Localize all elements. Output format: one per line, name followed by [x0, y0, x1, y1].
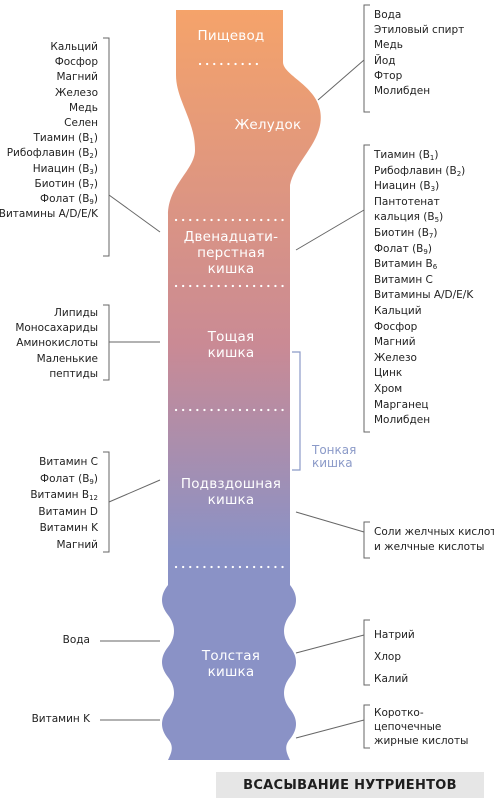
- list-colon-fatty-right: Коротко-цепочечные жирные кислоты: [374, 706, 468, 748]
- nutrient-item: Вода: [62, 634, 90, 646]
- connector-colon-minerals-right: [295, 634, 365, 654]
- nutrient-item: Ниацин (B3): [374, 180, 440, 194]
- connector-duodenum-left: [108, 194, 161, 233]
- nutrient-item: и желчные кислоты: [374, 541, 485, 554]
- nutrient-item: Моносахариды: [15, 322, 98, 335]
- nutrient-item: Фтор: [374, 69, 403, 82]
- title-bar: ВСАСЫВАНИЕ НУТРИЕНТОВ: [216, 772, 484, 798]
- list-colon-vitk-left: Витамин K: [32, 712, 90, 727]
- nutrient-item: Аминокислоты: [16, 337, 98, 350]
- connector-colon-fatty-right: [295, 719, 365, 739]
- nutrient-item: жирные кислоты: [374, 735, 469, 747]
- nutrient-item: Хром: [374, 382, 403, 395]
- nutrient-item: Железо: [55, 86, 98, 99]
- nutrient-item: Тиамин (B1): [33, 132, 99, 146]
- list-ileum-right: Соли желчных кислот и желчные кислоты: [374, 525, 494, 555]
- nutrient-item: Цинк: [374, 367, 403, 380]
- nutrient-item: Рибофлавин (B2): [6, 147, 98, 161]
- bracket-duodenum-right: [363, 144, 370, 433]
- bracket-colon-fatty-right: [363, 704, 370, 749]
- bracket-duodenum-left: [103, 37, 110, 257]
- organ-label-stomach: Желудок: [234, 117, 302, 133]
- nutrient-item: Фолат (B9): [374, 242, 432, 256]
- organ-label-jejunum: Тощая кишка: [207, 329, 255, 361]
- page-title: ВСАСЫВАНИЕ НУТРИЕНТОВ: [243, 777, 457, 793]
- right-brackets: [295, 4, 370, 749]
- nutrient-item: кальция (B5): [374, 211, 444, 225]
- nutrient-item: Марганец: [374, 398, 429, 411]
- organ-label-esophagus: Пищевод: [197, 28, 265, 44]
- nutrient-item: Молибден: [374, 85, 431, 98]
- small-intestine-bracket: [292, 351, 301, 471]
- nutrient-item: Калий: [374, 673, 409, 685]
- nutrient-item: Хлор: [374, 651, 401, 663]
- nutrient-item: Рибофлавин (B2): [374, 164, 466, 178]
- nutrient-item: Молибден: [374, 414, 431, 427]
- nutrient-item: Биотин (B7): [34, 177, 98, 191]
- nutrient-item: Липиды: [54, 307, 98, 319]
- bracket-colon-minerals-right: [363, 619, 370, 686]
- nutrient-item: Медь: [374, 39, 403, 52]
- organ-label-colon: Толстая кишка: [201, 648, 261, 680]
- nutrient-item: Витамин B12: [30, 489, 98, 503]
- nutrient-item: Фолат (B9): [40, 472, 98, 486]
- nutrient-item: цепочечные: [374, 721, 442, 733]
- nutrient-item: Натрий: [374, 629, 415, 641]
- nutrient-item: Биотин (B7): [374, 226, 438, 240]
- left-brackets: [100, 37, 161, 721]
- nutrient-item: Магний: [374, 336, 416, 349]
- nutrient-item: Вода: [374, 9, 402, 21]
- nutrient-item: Кальций: [50, 41, 98, 53]
- nutrient-item: Селен: [64, 117, 98, 130]
- nutrient-item: Магний: [56, 538, 98, 551]
- nutrient-item: Коротко-: [374, 707, 424, 719]
- organ-label-duodenum: Двенадцати- перстная кишка: [183, 229, 279, 277]
- nutrient-item: Витамин C: [374, 273, 433, 286]
- bracket-ileum-left: [103, 451, 110, 553]
- nutrient-item: Маленькие: [36, 352, 98, 365]
- organ-separators: [174, 62, 288, 569]
- nutrient-item: Витамин K: [31, 713, 90, 725]
- bracket-stomach-right: [363, 4, 370, 113]
- nutrient-item: Фосфор: [54, 56, 98, 69]
- nutrient-item: Йод: [374, 54, 396, 67]
- list-duodenum-right: Тиамин (B1) Рибофлавин (B2) Ниацин (B3)Пан…: [374, 148, 473, 429]
- bracket-jejunum-left: [103, 304, 110, 381]
- nutrient-item: Ниацин (B3): [32, 162, 98, 176]
- connector-ileum-left: [108, 479, 161, 503]
- connector-ileum-right: [295, 511, 365, 533]
- connector-stomach-right: [317, 59, 365, 101]
- bracket-ileum-right: [363, 521, 370, 559]
- nutrient-item: Магний: [56, 71, 98, 84]
- nutrient-item: Железо: [374, 351, 417, 364]
- connector-duodenum-right: [295, 209, 365, 251]
- nutrient-item: пептиды: [49, 367, 98, 380]
- nutrient-item: Пантотенат: [374, 195, 440, 208]
- nutrient-item: Этиловый спирт: [374, 24, 465, 37]
- digestive-tract-shape: [162, 10, 321, 760]
- nutrient-item: Витамин B6: [374, 258, 438, 272]
- list-colon-water-left: Вода: [63, 633, 90, 648]
- small-intestine-label: Тонкая кишка: [312, 443, 357, 470]
- organ-label-ileum: Подвздошная кишка: [180, 476, 282, 508]
- nutrient-item: Фолат (B9): [40, 193, 98, 207]
- nutrient-item: Тиамин (B1): [374, 149, 439, 162]
- nutrient-item: Витамин K: [39, 522, 98, 535]
- nutrient-item: Фосфор: [374, 320, 418, 333]
- nutrient-item: Витамины A/D/E/K: [374, 289, 474, 302]
- nutrient-item: Медь: [69, 101, 98, 114]
- nutrient-item: Кальций: [374, 304, 422, 317]
- nutrient-item: Соли желчных кислот: [374, 526, 494, 538]
- nutrient-item: Витамин D: [38, 505, 98, 518]
- nutrient-item: Витамин C: [39, 456, 98, 468]
- nutrient-item: Витамины A/D/E/K: [0, 208, 98, 221]
